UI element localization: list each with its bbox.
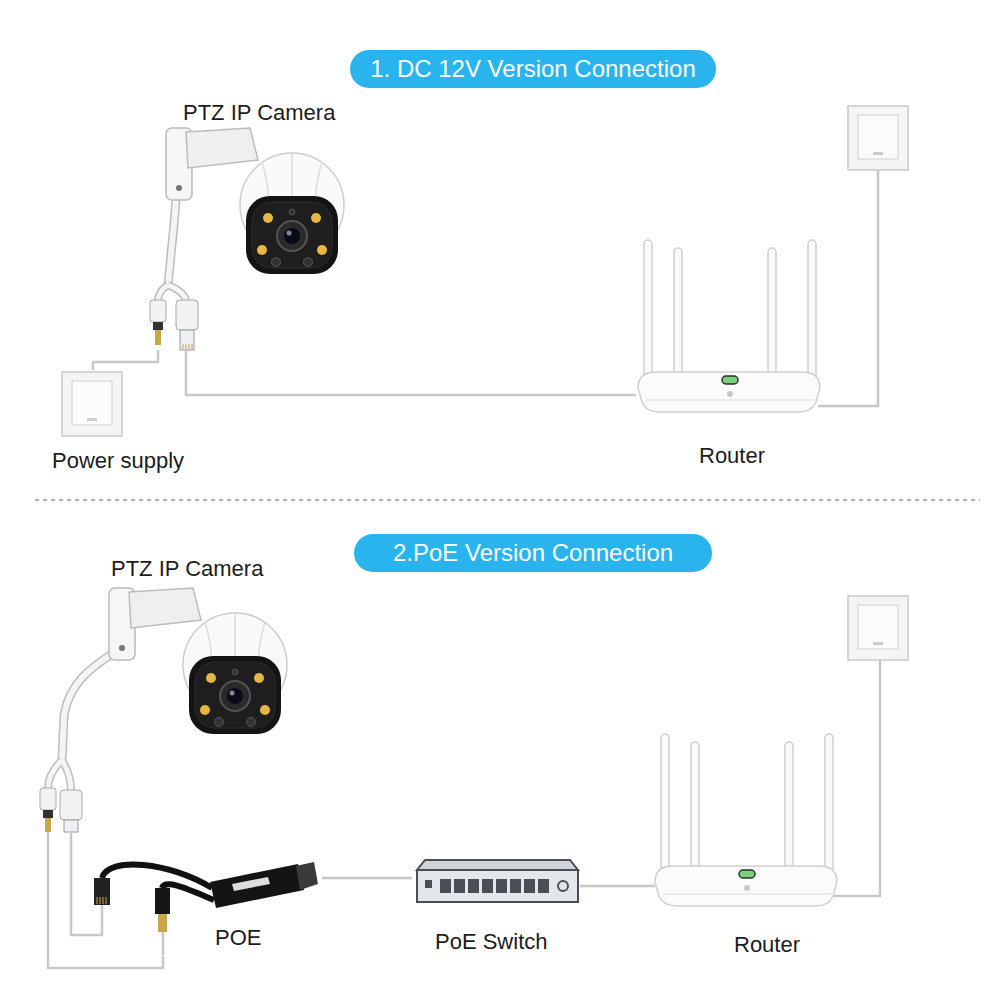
poe-injector-illustration <box>92 862 318 955</box>
camera-cable <box>180 330 194 350</box>
camera-cable <box>62 650 118 760</box>
section-title: 1. DC 12V Version Connection <box>370 55 696 84</box>
camera-device: PTZ IP Camera <box>32 556 292 832</box>
camera-device: PTZ IP Camera <box>140 100 350 350</box>
cable-connector <box>322 877 412 880</box>
cable-connector <box>93 350 158 370</box>
device-label: PTZ IP Camera <box>111 556 263 582</box>
camera-cable <box>155 330 161 345</box>
poe-injector-illustration <box>210 864 304 908</box>
router-device: Router <box>655 728 855 962</box>
cable-connector <box>580 885 655 888</box>
power-socket-illustration <box>62 372 122 436</box>
poe-switch-illustration <box>558 881 568 891</box>
wall-socket-illustration <box>848 596 908 660</box>
poe-switch-illustration <box>417 860 578 870</box>
device-label: Router <box>699 443 765 469</box>
poe-injector-illustration <box>232 877 270 891</box>
cable-connector <box>48 832 163 968</box>
poe-switch-illustration <box>510 879 521 893</box>
camera-cable <box>43 810 53 818</box>
camera-cable <box>153 322 163 330</box>
poe-switch-illustration <box>440 879 451 893</box>
cable-connector <box>71 832 92 935</box>
router-illustration <box>638 240 820 412</box>
poe-injector-illustration <box>97 897 106 904</box>
device-label: PoE Switch <box>435 929 548 955</box>
poe-switch-illustration <box>425 880 432 888</box>
poe-injector-illustration <box>92 905 163 955</box>
poe-injector: POE <box>92 836 322 955</box>
poe-injector-illustration <box>158 914 167 932</box>
router-power-cable <box>834 660 880 896</box>
poe-switch-illustration <box>417 870 578 902</box>
camera-cable <box>48 760 71 790</box>
poe-injector-illustration <box>296 862 318 890</box>
camera-cable <box>64 820 78 832</box>
device-label: Router <box>734 932 800 958</box>
power-socket: Power supply <box>45 370 205 478</box>
camera-cable <box>176 300 198 330</box>
camera-illustration <box>166 128 344 274</box>
camera-cable <box>150 190 198 350</box>
poe-switch-illustration <box>417 860 578 902</box>
camera-cable <box>40 788 56 810</box>
camera-illustration <box>109 588 287 734</box>
poe-switch-illustration <box>524 879 535 893</box>
camera-cable <box>183 344 192 349</box>
router-power-cable <box>818 170 878 406</box>
poe-injector-illustration <box>155 888 170 914</box>
camera-cable <box>158 285 186 302</box>
cable-connector <box>186 350 636 395</box>
section-pill: 1. DC 12V Version Connection <box>350 50 716 88</box>
router-device: Router <box>636 232 830 475</box>
section-title: 2.PoE Version Connection <box>393 539 673 568</box>
poe-switch-illustration <box>482 879 493 893</box>
camera-cable <box>168 190 176 285</box>
poe-switch-illustration <box>538 879 549 893</box>
camera-cable <box>158 285 186 302</box>
device-label: Power supply <box>52 448 184 474</box>
camera-cable <box>40 650 118 832</box>
device-label: POE <box>215 925 261 951</box>
camera-cable <box>150 300 166 322</box>
router-illustration <box>655 734 837 906</box>
camera-cable <box>48 760 71 790</box>
camera-cable <box>168 190 176 285</box>
poe-switch-illustration <box>454 879 465 893</box>
poe-switch: PoE Switch <box>412 852 580 962</box>
camera-cable <box>62 650 118 760</box>
device-label: PTZ IP Camera <box>183 100 335 126</box>
poe-switch-illustration <box>468 879 479 893</box>
section-divider <box>35 499 980 501</box>
wall-socket-illustration <box>848 106 908 170</box>
poe-switch-illustration <box>496 879 507 893</box>
camera-cable <box>60 790 82 820</box>
section-pill: 2.PoE Version Connection <box>354 534 712 572</box>
poe-injector-illustration <box>102 865 212 888</box>
poe-injector-illustration <box>94 878 110 905</box>
camera-cable <box>45 818 51 832</box>
